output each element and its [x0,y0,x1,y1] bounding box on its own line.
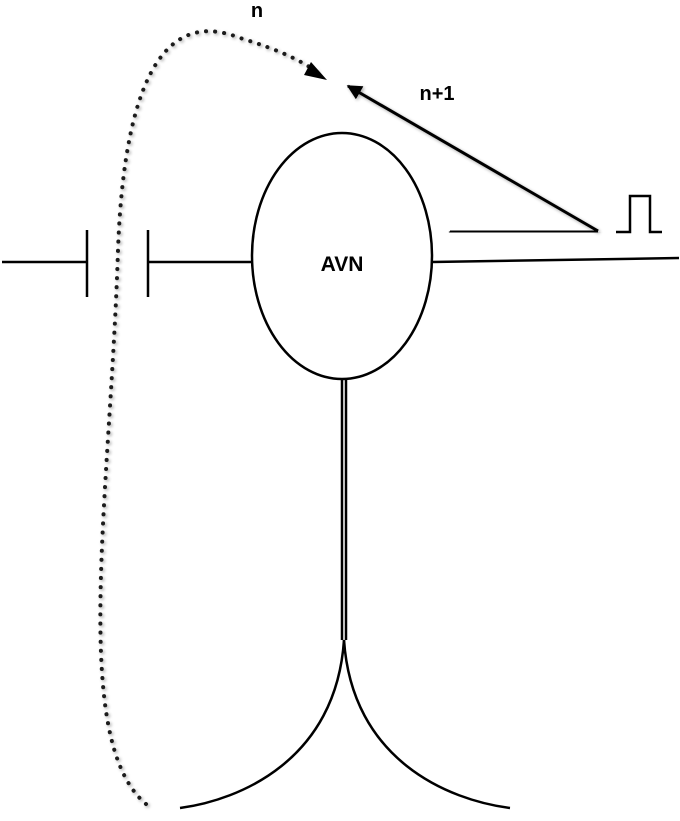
stimulus-arrow-to-node [448,224,599,240]
path-n-plus-1-label: n+1 [419,83,454,105]
path-n-label: n [251,0,263,22]
right-branch [342,639,511,810]
stimulus-arrow-n-plus-1 [346,84,599,233]
dotted-path-arrowhead [304,62,327,80]
avn-node-label: AVN [321,253,364,276]
stimulus-pulse-icon [616,194,662,234]
dotted-reentry-path [98,29,324,806]
right-output-line [431,256,680,264]
left-branch [179,639,346,810]
